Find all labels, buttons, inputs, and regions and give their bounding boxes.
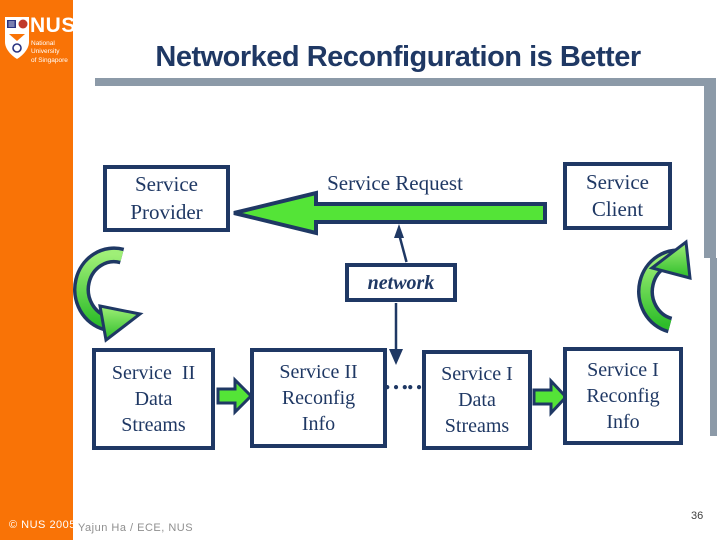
author-credit-text: Yajun Ha / ECE, NUS [78, 522, 194, 534]
network-up-arrowhead-icon [394, 224, 404, 238]
service2-data-streams-box: Service II Data Streams [92, 348, 215, 450]
left-orange-sidebar [0, 0, 73, 540]
curved-arrow-right-icon [637, 239, 692, 334]
network-up-connector [397, 233, 408, 263]
service2-reconfig-info-box: Service II Reconfig Info [250, 348, 387, 448]
network-down-arrowhead-icon [389, 349, 403, 365]
right-edge-bar-upper [704, 78, 716, 258]
service1-reconfig-info-box: Service I Reconfig Info [563, 347, 683, 445]
network-box: network [345, 263, 457, 302]
nus-logo: NUS National University of Singapore [3, 13, 81, 64]
service-provider-box: Service Provider [103, 165, 230, 232]
slide-title: Networked Reconfiguration is Better [155, 41, 641, 73]
service1-data-streams-box: Service I Data Streams [422, 350, 532, 450]
service-client-box: Service Client [563, 162, 672, 230]
right-edge-bar-lower [710, 258, 717, 436]
nus-logo-acronym: NUS [30, 14, 76, 37]
service1-flow-arrow [532, 377, 569, 417]
copyright-text: © NUS 2005 [9, 519, 76, 531]
nus-logo-name: National University of Singapore [31, 40, 68, 64]
service-request-arrow [233, 190, 547, 236]
title-underline-bar [95, 78, 716, 86]
service-request-label: Service Request [327, 171, 463, 195]
service2-flow-arrow [216, 376, 254, 416]
curved-arrow-left-icon [73, 246, 144, 343]
nus-shield-icon [5, 17, 29, 59]
page-number: 36 [691, 510, 704, 522]
